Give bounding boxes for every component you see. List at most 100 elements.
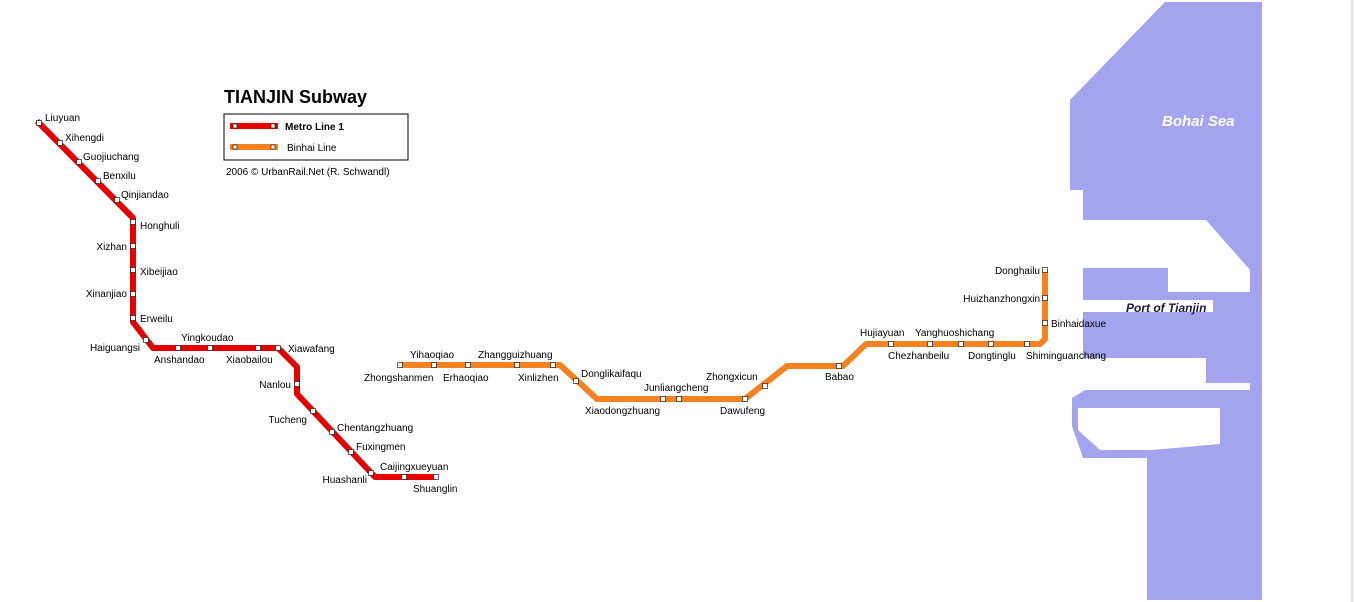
station-marker-donglikaifaqu[interactable] bbox=[573, 378, 579, 384]
station-label-haiguangsi: Haiguangsi bbox=[90, 343, 140, 354]
station-label-zhongshanmen: Zhongshanmen bbox=[364, 373, 434, 384]
station-marker-caijingxueyuan[interactable] bbox=[401, 474, 407, 480]
station-marker-anshandao[interactable] bbox=[175, 345, 181, 351]
station-marker-nanlou[interactable] bbox=[294, 381, 300, 387]
station-label-hujiayuan: Hujiayuan bbox=[860, 328, 904, 339]
station-label-yingkoudao: Yingkoudao bbox=[181, 333, 234, 344]
station-marker-huashanli[interactable] bbox=[368, 470, 374, 476]
station-label-huashanli: Huashanli bbox=[323, 475, 367, 486]
station-marker-hujiayuan[interactable] bbox=[888, 341, 894, 347]
water-area: Bohai Sea Port of Tianjin bbox=[1070, 0, 1353, 602]
station-marker-donghailu[interactable] bbox=[1042, 267, 1048, 273]
station-label-yihaoqiao: Yihaoqiao bbox=[410, 350, 455, 361]
station-label-xinlizhen: Xinlizhen bbox=[518, 373, 559, 384]
station-label-chezhanbeilu: Chezhanbeilu bbox=[888, 351, 949, 362]
station-marker-xinlizhen[interactable] bbox=[550, 362, 556, 368]
station-marker-yingkoudao[interactable] bbox=[207, 345, 213, 351]
station-marker-xizhan[interactable] bbox=[130, 243, 136, 249]
map-title: TIANJIN Subway bbox=[224, 87, 367, 107]
station-marker-xinanjiao[interactable] bbox=[130, 291, 136, 297]
station-marker-zhangguizhuang[interactable] bbox=[514, 362, 520, 368]
station-label-yanghuoshichang: Yanghuoshichang bbox=[915, 328, 994, 339]
station-label-nanlou: Nanlou bbox=[259, 380, 291, 391]
station-label-shiminguanchang: Shiminguanchang bbox=[1026, 351, 1106, 362]
station-marker-xihengdi[interactable] bbox=[57, 140, 63, 146]
station-marker-liuyuan[interactable] bbox=[36, 120, 42, 126]
station-label-dawufeng: Dawufeng bbox=[720, 406, 765, 417]
station-marker-erweilu[interactable] bbox=[130, 315, 136, 321]
station-label-tucheng: Tucheng bbox=[268, 415, 307, 426]
station-label-erhaoqiao: Erhaoqiao bbox=[443, 373, 489, 384]
legend-metro-station-right bbox=[270, 123, 276, 129]
station-label-xiawafang: Xiawafang bbox=[288, 344, 335, 355]
station-marker-haiguangsi[interactable] bbox=[143, 337, 149, 343]
dock-inlet bbox=[1078, 408, 1220, 450]
station-marker-zhongshanmen[interactable] bbox=[397, 362, 403, 368]
station-marker-zhongxicun[interactable] bbox=[762, 383, 768, 389]
port-label: Port of Tianjin bbox=[1126, 301, 1206, 315]
station-label-xihengdi: Xihengdi bbox=[65, 133, 104, 144]
station-marker-shuanglin[interactable] bbox=[433, 474, 439, 480]
map-header: TIANJIN Subway Metro Line 1 Binhai Line … bbox=[223, 87, 409, 178]
station-label-dongtinglu: Dongtinglu bbox=[968, 351, 1016, 362]
station-label-xizhan: Xizhan bbox=[96, 242, 127, 253]
station-label-erweilu: Erweilu bbox=[140, 314, 173, 325]
station-labels: LiuyuanXihengdiGuojiuchangBenxiluQinjian… bbox=[45, 113, 1106, 495]
station-label-caijingxueyuan: Caijingxueyuan bbox=[380, 462, 448, 473]
station-label-anshandao: Anshandao bbox=[154, 355, 205, 366]
station-marker-fuxingmen[interactable] bbox=[348, 449, 354, 455]
station-label-junliangcheng: Junliangcheng bbox=[644, 383, 709, 394]
station-label-donglikaifaqu: Donglikaifaqu bbox=[581, 369, 642, 380]
station-label-binhaidaxue: Binhaidaxue bbox=[1051, 319, 1106, 330]
station-marker-shiminguanchang[interactable] bbox=[1024, 341, 1030, 347]
station-marker-yanghuoshichang[interactable] bbox=[958, 341, 964, 347]
station-marker-dawufeng[interactable] bbox=[742, 396, 748, 402]
station-marker-benxilu[interactable] bbox=[95, 178, 101, 184]
station-label-huizhanzhongxin: Huizhanzhongxin bbox=[963, 294, 1040, 305]
legend-binhai-station-right bbox=[270, 144, 276, 150]
station-label-benxilu: Benxilu bbox=[103, 171, 136, 182]
station-label-shuanglin: Shuanglin bbox=[413, 484, 457, 495]
legend-box bbox=[223, 113, 409, 161]
station-marker-xiaodongzhuang[interactable] bbox=[660, 396, 666, 402]
station-label-donghailu: Donghailu bbox=[995, 266, 1040, 277]
station-label-guojiuchang: Guojiuchang bbox=[83, 152, 139, 163]
station-label-liuyuan: Liuyuan bbox=[45, 113, 80, 124]
station-marker-tucheng[interactable] bbox=[310, 408, 316, 414]
bohai-sea-shape bbox=[1070, 2, 1262, 600]
legend-binhai-label: Binhai Line bbox=[287, 143, 337, 154]
legend-metro-label: Metro Line 1 bbox=[285, 122, 344, 133]
station-marker-dongtinglu[interactable] bbox=[988, 341, 994, 347]
legend-binhai-station-left bbox=[232, 144, 238, 150]
map-credit: 2006 © UrbanRail.Net (R. Schwandl) bbox=[226, 167, 390, 178]
station-marker-yihaoqiao[interactable] bbox=[431, 362, 437, 368]
station-marker-binhaidaxue[interactable] bbox=[1042, 320, 1048, 326]
station-marker-qinjiandao[interactable] bbox=[114, 197, 120, 203]
station-marker-huizhanzhongxin[interactable] bbox=[1042, 295, 1048, 301]
bohai-sea-label: Bohai Sea bbox=[1162, 113, 1235, 130]
station-label-xibeijiao: Xibeijiao bbox=[140, 267, 178, 278]
station-label-chentangzhuang: Chentangzhuang bbox=[337, 423, 413, 434]
station-label-babao: Babao bbox=[825, 372, 854, 383]
station-label-fuxingmen: Fuxingmen bbox=[356, 442, 405, 453]
station-label-qinjiandao: Qinjiandao bbox=[121, 190, 169, 201]
station-marker-xiawafang[interactable] bbox=[275, 345, 281, 351]
station-label-xiaobailou: Xiaobailou bbox=[226, 355, 273, 366]
station-marker-honghuli[interactable] bbox=[130, 219, 136, 225]
station-label-zhangguizhuang: Zhangguizhuang bbox=[478, 350, 553, 361]
station-marker-erhaoqiao[interactable] bbox=[465, 362, 471, 368]
legend-metro-station-left bbox=[232, 123, 238, 129]
station-marker-junliangcheng[interactable] bbox=[676, 396, 682, 402]
station-marker-xibeijiao[interactable] bbox=[130, 267, 136, 273]
station-marker-chezhanbeilu[interactable] bbox=[927, 341, 933, 347]
station-label-honghuli: Honghuli bbox=[140, 221, 179, 232]
tracks bbox=[34, 118, 1048, 480]
station-marker-babao[interactable] bbox=[836, 363, 842, 369]
stations bbox=[36, 120, 1048, 480]
station-label-zhongxicun: Zhongxicun bbox=[706, 372, 758, 383]
station-marker-guojiuchang[interactable] bbox=[76, 159, 82, 165]
station-marker-chentangzhuang[interactable] bbox=[329, 429, 335, 435]
station-label-xinanjiao: Xinanjiao bbox=[86, 289, 128, 300]
station-marker-xiaobailou[interactable] bbox=[255, 345, 261, 351]
